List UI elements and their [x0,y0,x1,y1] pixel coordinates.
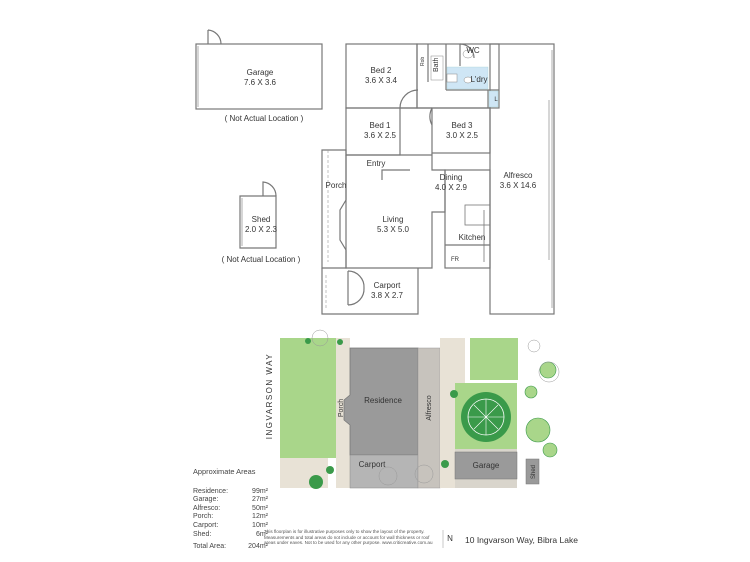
north-label: N [447,534,453,543]
shed-note: ( Not Actual Location ) [222,255,301,264]
wc-label: WC [466,46,480,55]
area-total: Total Area:204m² [193,543,268,551]
bed3-dims: 3.0 X 2.5 [446,131,479,140]
areas-title: Approximate Areas [193,467,256,476]
alfresco-outline [489,43,555,315]
shed-label: Shed [252,215,271,224]
site-residence-label: Residence [364,396,402,405]
site-alfresco-label: Alfresco [426,395,433,420]
robe-label: Rob [420,57,426,66]
dining-dims: 4.0 X 2.9 [435,183,468,192]
bath-label: Bath [433,57,440,72]
living-dims: 5.3 X 5.0 [377,225,410,234]
disclaimer-text: This floorplan is for illustrative purpo… [264,529,433,546]
shed-outline [239,195,277,249]
site-carport-label: Carport [359,460,386,469]
alfresco-label: Alfresco [504,171,533,180]
bed1-label: Bed 1 [370,121,391,130]
porch-label: Porch [326,181,347,190]
shed-dims: 2.0 X 2.3 [245,225,278,234]
fridge-label: FR [451,257,460,263]
site-garage-label: Garage [473,461,500,470]
alfresco-dims: 3.6 X 14.6 [500,181,537,190]
dining-label: Dining [440,173,463,182]
area-row: Garage:27m² [193,496,268,504]
area-row: Carport:10m² [193,521,268,529]
approximate-areas: Approximate Areas Residence:99m² Garage:… [193,467,268,552]
site-plan [280,329,560,489]
area-row: Alfresco:50m² [193,504,268,512]
garage-note: ( Not Actual Location ) [225,114,304,123]
linen-label: L [494,97,498,103]
street-label: INGVARSON WAY [265,353,274,439]
carport-outline [321,268,419,315]
north-arrow-icon: N [442,530,453,548]
bed1-dims: 3.6 X 2.5 [364,131,397,140]
garage-outline [195,43,323,110]
entry-label: Entry [367,159,386,168]
laundry-label: L'dry [470,75,487,84]
carport-label: Carport [374,281,401,290]
area-row: Residence:99m² [193,487,268,495]
site-shed [525,458,540,485]
garage-label: Garage [247,68,274,77]
bed2-dims: 3.6 X 3.4 [365,76,398,85]
site-garage [454,451,518,480]
bed3-label: Bed 3 [452,121,473,130]
area-row: Shed:6m² [193,530,268,538]
site-porch-label: Porch [338,399,345,417]
site-shed-label: Shed [531,465,537,479]
living-label: Living [383,215,404,224]
carport-dims: 3.8 X 2.7 [371,291,404,300]
bed2-label: Bed 2 [371,66,392,75]
property-address: 10 Ingvarson Way, Bibra Lake [465,535,578,545]
area-row: Porch:12m² [193,513,268,521]
garage-dims: 7.6 X 3.6 [244,78,277,87]
kitchen-label: Kitchen [459,233,486,242]
